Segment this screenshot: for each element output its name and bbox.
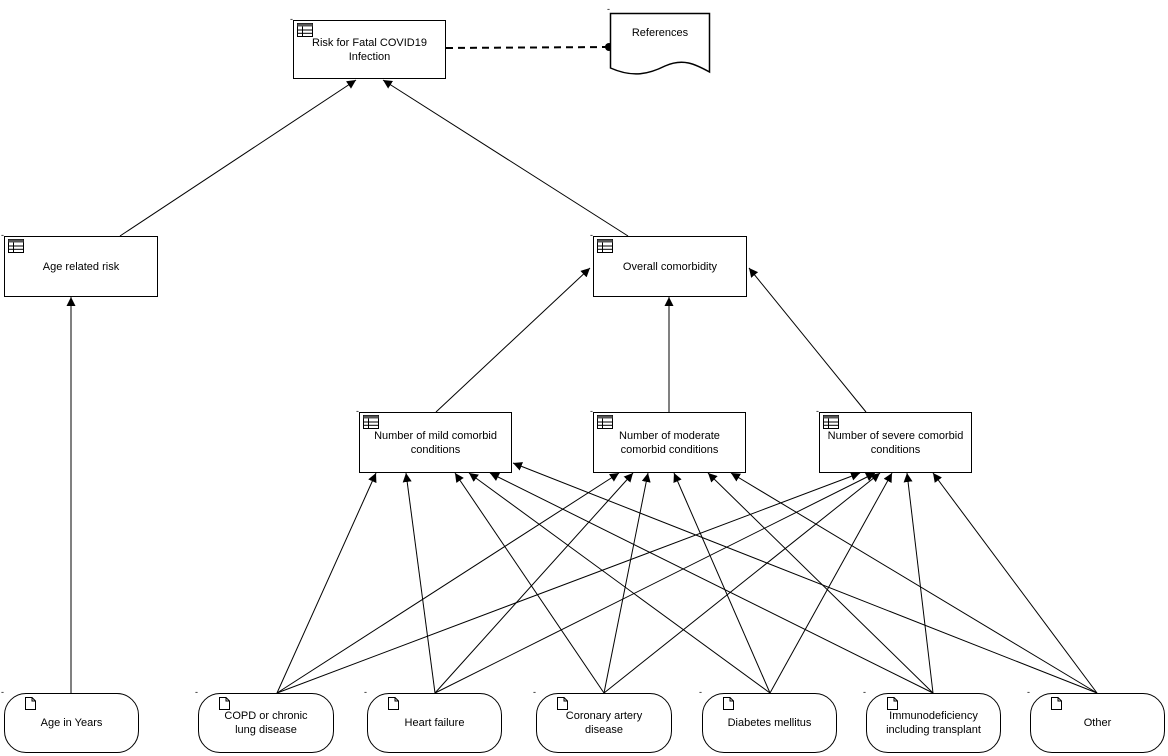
edge-coronary-to-mild — [454, 472, 605, 694]
edge-heart-to-moderate — [434, 472, 634, 694]
node-age-years[interactable]: - Age in Years — [1, 688, 139, 753]
node-age-risk[interactable]: - Age related risk — [1, 231, 158, 297]
node-label: Age related risk — [42, 260, 120, 273]
tick-mark: - — [1, 687, 4, 697]
node-label: Age in Years — [40, 717, 103, 729]
node-label: Number of mild comorbid conditions — [374, 429, 497, 456]
node-other[interactable]: - Other — [1027, 688, 1165, 753]
table-icon — [363, 415, 379, 429]
node-mild[interactable]: - Number of mild comorbid conditions — [356, 407, 512, 473]
tick-mark: - — [590, 230, 593, 240]
node-moderate[interactable]: - Number of moderate comorbid conditions — [590, 407, 746, 473]
table-icon — [8, 239, 24, 253]
edge-coronary-to-severe — [603, 472, 881, 694]
node-label: Number of severe comorbid conditions — [827, 429, 964, 456]
tick-mark: - — [290, 14, 293, 24]
edge-overall-to-risk — [382, 79, 629, 237]
edge-coronary-to-moderate — [603, 472, 651, 694]
references-document-icon[interactable] — [609, 12, 713, 78]
node-heart-failure[interactable]: - Heart failure — [364, 688, 502, 753]
document-icon — [1051, 697, 1062, 710]
tick-mark: - — [590, 406, 593, 416]
edge-copd-to-severe — [276, 471, 861, 694]
node-severe[interactable]: - Number of severe comorbid conditions — [816, 407, 972, 473]
node-label: Number of moderate comorbid conditions — [619, 429, 720, 456]
edge-copd-to-mild — [276, 472, 377, 694]
node-label: Heart failure — [404, 717, 465, 729]
document-icon — [219, 697, 230, 710]
table-icon — [823, 415, 839, 429]
edge-immuno-to-severe — [903, 472, 934, 694]
table-icon — [597, 415, 613, 429]
node-coronary[interactable]: - Coronary artery disease — [533, 688, 672, 753]
node-label: References — [631, 27, 689, 39]
edge-diabetes-to-moderate — [673, 472, 771, 694]
node-label: Diabetes mellitus — [727, 717, 812, 729]
tick-mark: - — [699, 687, 702, 697]
edge-heart-to-severe — [434, 472, 876, 694]
edge-diabetes-to-severe — [769, 472, 893, 694]
tick-mark: - — [195, 687, 198, 697]
tick-mark: - — [1027, 687, 1030, 697]
edge-severe-to-overall — [748, 267, 867, 413]
node-immunodeficiency[interactable]: - Immunodeficiency including transplant — [863, 688, 1001, 753]
tick-mark: - — [364, 687, 367, 697]
tick-mark: - — [607, 4, 610, 14]
edge-risk-to-references — [445, 46, 610, 49]
node-label: COPD or chronic lung disease — [224, 710, 308, 736]
document-icon — [557, 697, 568, 710]
node-label: Immunodeficiency including transplant — [886, 710, 981, 736]
tick-mark: - — [356, 406, 359, 416]
document-icon — [887, 697, 898, 710]
edge-copd-to-moderate — [276, 472, 620, 694]
node-label: Risk for Fatal COVID19 Infection — [312, 36, 427, 63]
node-diabetes[interactable]: - Diabetes mellitus — [699, 688, 837, 753]
node-label: Other — [1083, 717, 1112, 729]
tick-mark: - — [533, 687, 536, 697]
edge-diabetes-to-mild — [468, 472, 771, 694]
table-icon — [297, 23, 313, 37]
tick-mark: - — [863, 687, 866, 697]
node-overall-comorbidity[interactable]: - Overall comorbidity — [590, 231, 747, 297]
node-label: Overall comorbidity — [622, 260, 718, 273]
document-icon — [388, 697, 399, 710]
tick-mark: - — [1, 230, 4, 240]
edge-heart-to-mild — [402, 472, 436, 694]
edge-mild-to-overall — [435, 267, 591, 413]
edge-age_risk-to-risk — [119, 79, 357, 237]
tick-mark: - — [816, 406, 819, 416]
table-icon — [597, 239, 613, 253]
edge-other-to-moderate — [730, 472, 1098, 694]
edge-other-to-mild — [512, 462, 1098, 694]
edge-immuno-to-mild — [489, 472, 934, 694]
edge-other-to-severe — [932, 472, 1098, 694]
document-icon — [25, 697, 36, 710]
node-risk[interactable]: - Risk for Fatal COVID19 Infection — [290, 15, 446, 79]
node-label: Coronary artery disease — [565, 710, 643, 736]
edge-immuno-to-moderate — [707, 472, 934, 694]
node-copd[interactable]: - COPD or chronic lung disease — [195, 688, 334, 753]
document-icon — [723, 697, 734, 710]
